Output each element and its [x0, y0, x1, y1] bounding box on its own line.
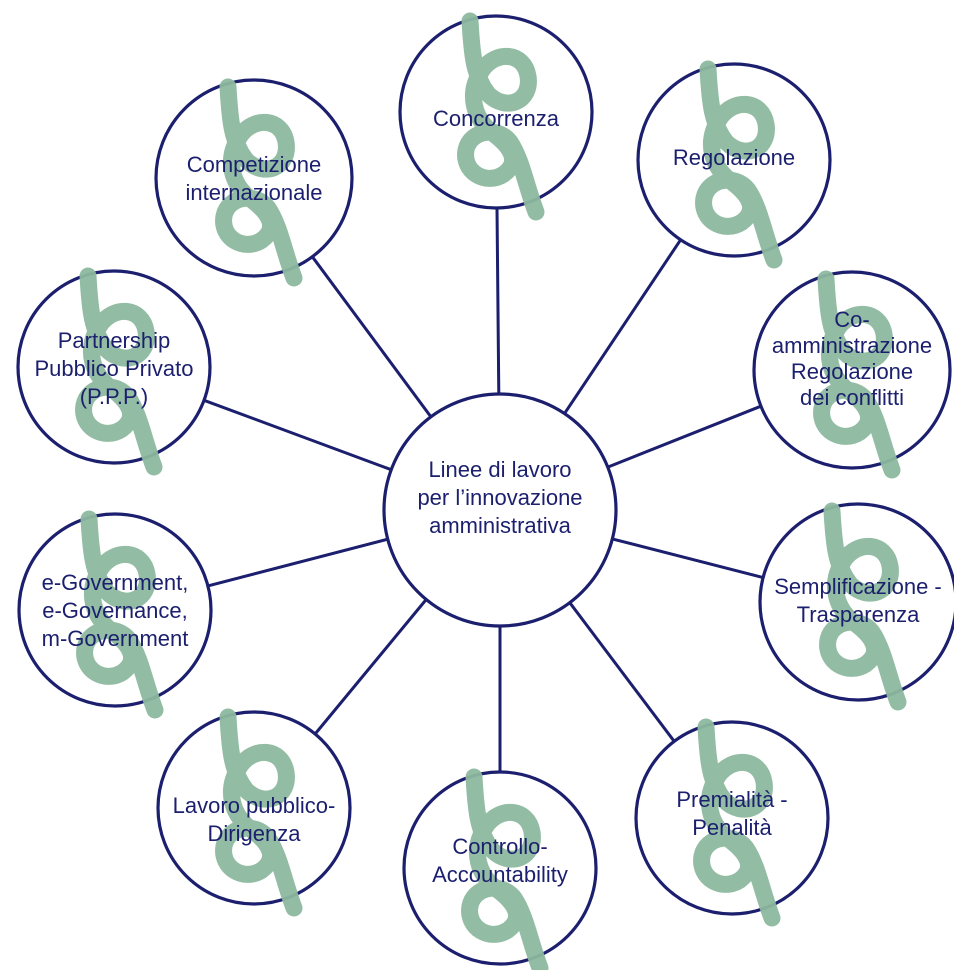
- node-label-line: Lavoro pubblico-: [173, 793, 336, 818]
- node-competizione: Competizione internazionale: [154, 78, 354, 287]
- node-label-line: Controllo-: [452, 834, 547, 859]
- node-label-semplificazione: Semplificazione - Trasparenza: [774, 574, 942, 627]
- node-circle-e-government: [17, 512, 213, 708]
- knot-icon: [457, 12, 545, 221]
- node-label-line: Pubblico Privato: [35, 356, 194, 381]
- node-label-line: amministrazione: [772, 333, 932, 358]
- center-hub-label-line: amministrativa: [429, 513, 572, 538]
- node-label-line: Regolazione: [673, 145, 795, 170]
- connector-co-amministrazione: [607, 404, 762, 469]
- node-regolazione: Regolazione: [636, 60, 832, 269]
- knot-icon: [215, 78, 303, 287]
- knot-icon: [813, 270, 901, 479]
- connector-e-government: [207, 537, 389, 588]
- node-label-line: Semplificazione -: [774, 574, 942, 599]
- connector-semplificazione: [611, 537, 764, 580]
- node-label-line: Trasparenza: [797, 602, 920, 627]
- knot-icon: [76, 510, 164, 719]
- node-label-regolazione: Regolazione: [673, 145, 795, 170]
- connector-premialita: [568, 601, 676, 743]
- knot-icon: [693, 718, 781, 927]
- knot-icon: [461, 768, 549, 970]
- node-label-line: Premialità -: [676, 787, 787, 812]
- node-circle-co-amministrazione: [752, 270, 952, 470]
- connector-regolazione: [563, 238, 682, 415]
- node-label-line: internazionale: [186, 180, 323, 205]
- node-circle-controllo: [402, 770, 598, 966]
- center-hub-label-line: Linee di lavoro: [428, 457, 571, 482]
- node-label-line: m-Government: [42, 626, 189, 651]
- node-circle-premialita: [634, 720, 830, 916]
- node-label-e-government: e-Government, e-Governance, m-Government: [42, 570, 189, 651]
- knot-icon: [75, 267, 163, 476]
- node-label-lavoro-pubblico: Lavoro pubblico- Dirigenza: [173, 793, 336, 846]
- node-concorrenza: Concorrenza: [398, 12, 594, 221]
- node-circle-partnership: [16, 269, 212, 465]
- node-label-line: dei conflitti: [800, 385, 904, 410]
- center-hub-circle: [382, 392, 618, 628]
- node-label-competizione: Competizione internazionale: [186, 152, 323, 205]
- node-circle-concorrenza: [398, 14, 594, 210]
- node-premialita: Premialità - Penalità: [634, 718, 830, 927]
- center-hub: Linee di lavoro per l’innovazione amminist…: [382, 392, 618, 628]
- node-label-line: Competizione: [187, 152, 322, 177]
- node-controllo: Controllo- Accountability: [402, 768, 598, 970]
- node-label-concorrenza: Concorrenza: [433, 106, 560, 131]
- node-circle-semplificazione: [758, 502, 954, 702]
- node-circle-lavoro-pubblico: [156, 710, 352, 906]
- node-label-premialita: Premialità - Penalità: [676, 787, 787, 840]
- node-semplificazione: Semplificazione - Trasparenza: [758, 502, 954, 711]
- connector-concorrenza: [495, 207, 501, 395]
- node-label-line: Concorrenza: [433, 106, 560, 131]
- node-label-line: Accountability: [432, 862, 568, 887]
- connector-lavoro-pubblico: [313, 598, 428, 735]
- node-label-line: Regolazione: [791, 359, 913, 384]
- center-hub-label-line: per l’innovazione: [417, 485, 582, 510]
- node-label-controllo: Controllo- Accountability: [432, 834, 568, 887]
- knot-icon: [695, 60, 783, 269]
- node-label-line: Partnership: [58, 328, 171, 353]
- node-lavoro-pubblico: Lavoro pubblico- Dirigenza: [156, 708, 352, 917]
- node-label-line: e-Governance,: [42, 598, 188, 623]
- node-circle-competizione: [154, 78, 354, 278]
- node-label-line: (P.P.P.): [80, 384, 149, 409]
- node-label-line: Co-: [834, 307, 869, 332]
- connector-partnership: [203, 398, 392, 472]
- node-label-line: e-Government,: [42, 570, 189, 595]
- center-hub-label: Linee di lavoro per l’innovazione amminist…: [417, 457, 582, 538]
- topic-nodes: ConcorrenzaRegolazioneCo-amministrazione…: [16, 12, 954, 970]
- knot-icon: [819, 502, 907, 711]
- node-label-line: Dirigenza: [208, 821, 302, 846]
- knot-icon: [215, 708, 303, 917]
- connector-lines: [203, 207, 764, 772]
- node-label-line: Penalità: [692, 815, 772, 840]
- node-circle-regolazione: [636, 62, 832, 258]
- connector-competizione: [311, 255, 433, 418]
- node-e-government: e-Government, e-Governance, m-Government: [17, 510, 213, 719]
